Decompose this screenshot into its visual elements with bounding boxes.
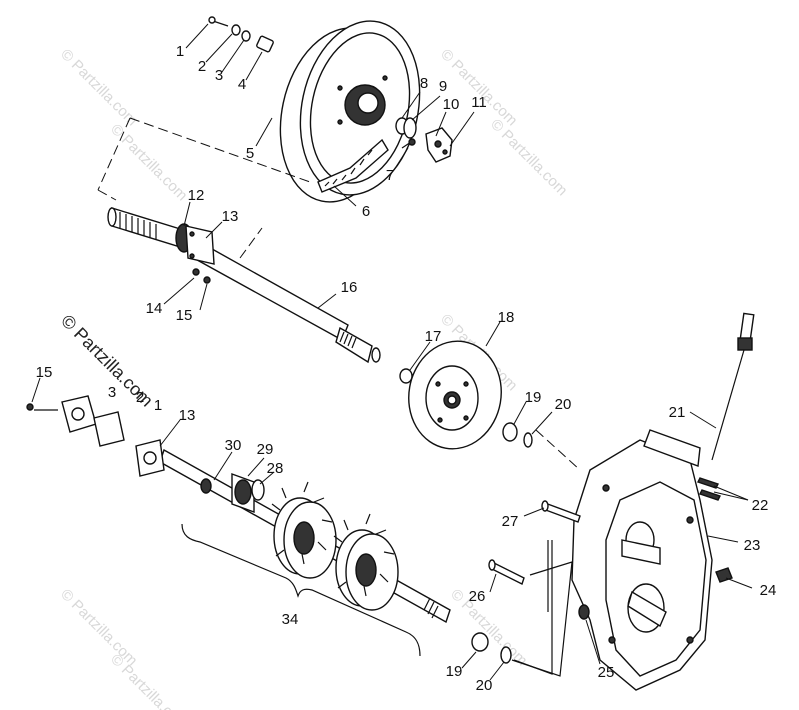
watermark: © Partzilla.com	[57, 586, 140, 669]
screw-22	[699, 489, 721, 501]
callout-27: 27	[502, 513, 519, 530]
callout-20-upper: 20	[555, 396, 572, 413]
callout-overlap-1: 1	[154, 397, 162, 414]
track-sprocket	[271, 481, 337, 579]
seal-28	[251, 479, 265, 501]
bolt-15-lower	[26, 403, 34, 411]
flange-13-upper	[185, 225, 215, 265]
sheave-5	[279, 20, 421, 203]
callout-10: 10	[443, 96, 460, 113]
bolt-27	[541, 500, 581, 523]
clip-11	[442, 149, 448, 155]
callout-30: 30	[225, 437, 242, 454]
leader-lines	[31, 23, 753, 681]
watermark: © Partzilla.com	[447, 586, 530, 669]
callout-24: 24	[760, 582, 777, 599]
callout-29: 29	[257, 441, 274, 458]
callout-15-lower: 15	[36, 364, 53, 381]
callout-28: 28	[267, 460, 284, 477]
callout-overlap-3: 3	[108, 384, 116, 401]
callout-19-upper: 19	[525, 389, 542, 406]
ring-17	[399, 368, 413, 384]
bolt-26	[488, 559, 525, 585]
bushing-30	[200, 478, 212, 494]
callout-20-lower: 20	[476, 677, 493, 694]
callout-13-lower: 13	[179, 407, 196, 424]
watermark: © Partzilla.com	[107, 651, 190, 710]
callout-17: 17	[425, 328, 442, 345]
callout-overlap-2: 2	[136, 389, 144, 406]
ring-20-lower	[500, 646, 512, 664]
drive-pulley-assembly	[97, 16, 453, 259]
washer-2	[231, 24, 241, 36]
callout-3: 3	[215, 67, 223, 84]
bearing-19-upper	[502, 422, 518, 442]
callout-14: 14	[146, 300, 163, 317]
callout-5: 5	[246, 145, 254, 162]
callout-21: 21	[669, 404, 686, 421]
chaincase-23	[571, 429, 713, 691]
callout-4: 4	[238, 76, 246, 93]
callout-19-lower: 19	[446, 663, 463, 680]
callout-26: 26	[469, 588, 486, 605]
watermark: © Partzilla.com	[57, 46, 140, 129]
callout-8: 8	[420, 75, 428, 92]
callout-34: 34	[282, 611, 299, 628]
flange-plate-13-lower	[61, 395, 97, 433]
bracket-10	[425, 127, 453, 163]
bolt-15-upper	[203, 276, 211, 284]
screw-7	[401, 138, 416, 149]
callout-12: 12	[188, 187, 205, 204]
washer-3	[241, 30, 251, 42]
brace-34	[181, 523, 421, 657]
track-sprocket	[333, 513, 399, 611]
ring-20-upper	[523, 432, 533, 448]
callout-6: 6	[362, 203, 370, 220]
jackshaft-16	[107, 207, 381, 364]
brake-disc-18	[408, 340, 502, 450]
callout-labels: 1 2 3 4 5 6 7 8 9 10 11 12 13 14 15 16 1…	[36, 43, 777, 694]
callout-11: 11	[471, 94, 487, 111]
callout-7: 7	[386, 167, 394, 184]
bolt-1	[208, 16, 229, 27]
bushing-4	[256, 35, 274, 53]
dipstick-21	[711, 312, 755, 461]
watermark: © Partzilla.com	[107, 121, 190, 204]
callout-9: 9	[439, 78, 447, 95]
ring-9	[403, 117, 417, 139]
nut-25	[578, 604, 590, 620]
alignment-line	[535, 429, 581, 471]
watermark: © Partzilla.com	[437, 46, 520, 129]
callout-23: 23	[744, 537, 761, 554]
bearing-19-lower	[471, 632, 489, 652]
flange-plate-13	[135, 439, 165, 477]
nut-14	[192, 268, 200, 276]
callout-2: 2	[198, 58, 206, 75]
alignment-line	[129, 117, 311, 183]
callout-25: 25	[598, 664, 615, 681]
bearing-29	[231, 473, 255, 513]
callout-1: 1	[176, 43, 184, 60]
gasket-2	[93, 411, 125, 447]
callout-15-upper: 15	[176, 307, 193, 324]
watermark: © Partzilla.com	[487, 116, 570, 199]
screw-22	[697, 477, 719, 489]
callout-18: 18	[498, 309, 515, 326]
callout-13-upper: 13	[222, 208, 239, 225]
callout-16: 16	[341, 279, 358, 296]
callout-22: 22	[752, 497, 769, 514]
spring-6	[317, 138, 389, 193]
